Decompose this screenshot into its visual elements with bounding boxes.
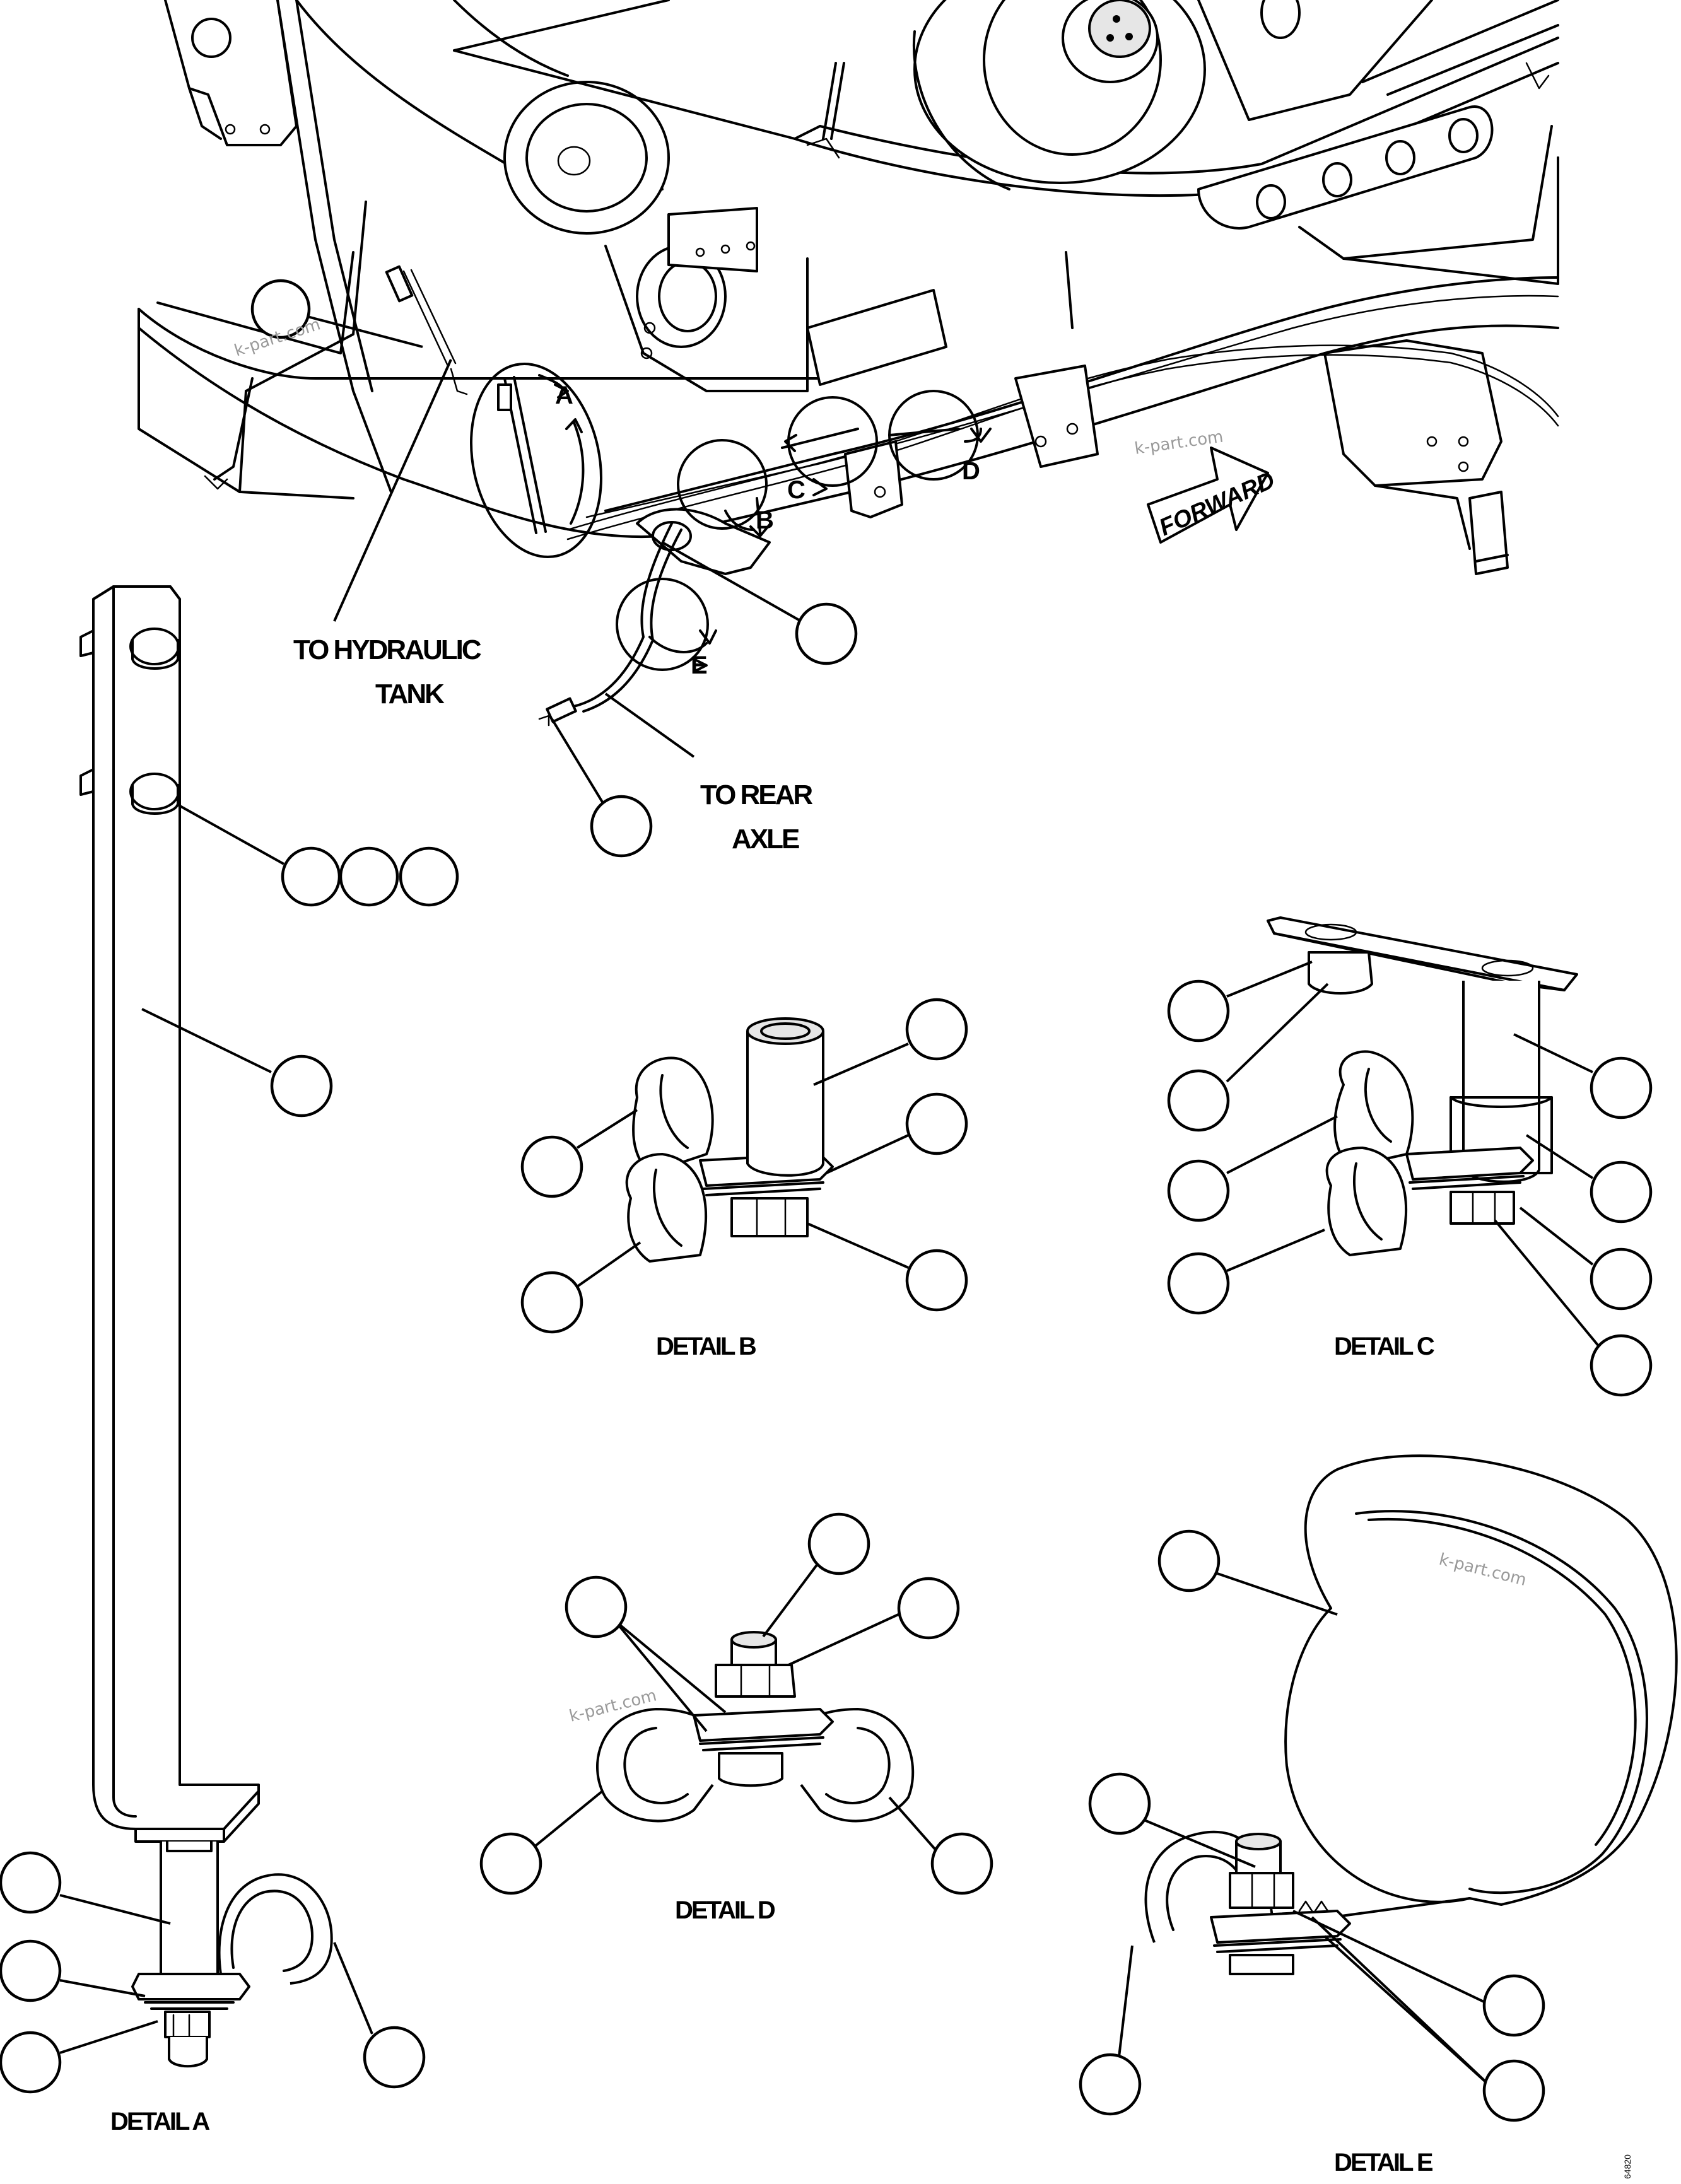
detail-a: DETAIL A <box>0 585 459 2135</box>
forward-arrow: FORWARD <box>1147 447 1279 544</box>
to-hydraulic-label-line2: TANK <box>375 679 445 710</box>
callout-circle <box>590 795 653 858</box>
detail-b-title: DETAIL B <box>656 1333 756 1360</box>
detail-b: DETAIL B <box>520 998 968 1360</box>
callout-circle <box>795 602 858 665</box>
top-callouts <box>250 279 858 858</box>
detail-marker-d: D <box>962 457 980 485</box>
to-rear-label-line2: AXLE <box>732 824 799 855</box>
frame-assembly <box>138 0 1559 727</box>
to-rear-label-line1: TO REAR <box>700 780 812 810</box>
detail-d-title: DETAIL D <box>675 1896 775 1924</box>
to-hydraulic-label-line1: TO HYDRAULIC <box>293 634 481 665</box>
detail-d: DETAIL D <box>479 1512 993 1924</box>
detail-c-title: DETAIL C <box>1334 1333 1434 1360</box>
detail-e: DETAIL E <box>1079 1454 1678 2176</box>
detail-marker-a: A <box>555 382 573 409</box>
detail-marker-c: C <box>787 476 805 504</box>
detail-c: DETAIL C <box>1167 916 1653 1397</box>
detail-a-title: DETAIL A <box>110 2108 209 2135</box>
routing-labels: TO HYDRAULIC TANK TO REAR AXLE <box>293 634 814 855</box>
figure-number: 64820 <box>1622 2154 1632 2179</box>
callout-circle <box>250 279 311 339</box>
detail-locator-circles: A B C D E <box>470 362 992 679</box>
detail-e-title: DETAIL E <box>1334 2149 1433 2176</box>
watermark: k-part.com <box>1133 428 1224 458</box>
detail-marker-b: B <box>756 506 774 534</box>
detail-marker-e: E <box>691 651 708 679</box>
